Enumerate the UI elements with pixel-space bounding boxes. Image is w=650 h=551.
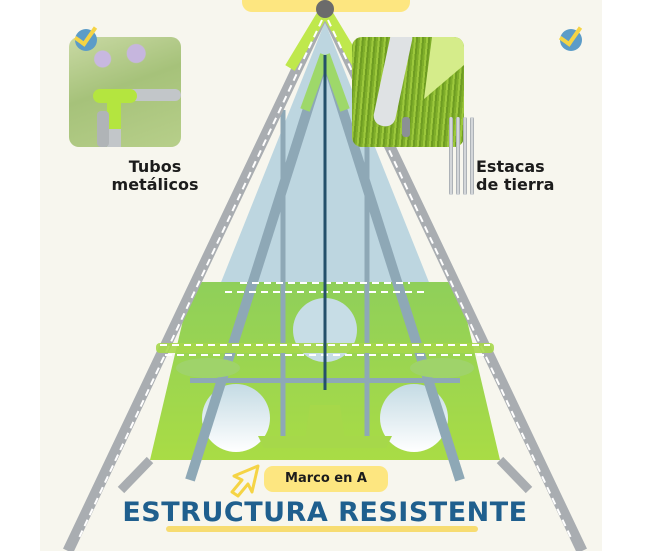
title-underline — [166, 526, 478, 532]
feature-image-ground-stakes — [352, 37, 464, 147]
check-badge-icon — [75, 29, 97, 51]
ground-stake-graphic — [373, 37, 464, 137]
feature-label-metal-tubes: Tubos metálicos — [111, 157, 199, 194]
frame-type-label: Marco en A — [264, 466, 388, 492]
feature-image-metal-tubes — [69, 37, 181, 147]
ground-stakes-icon — [449, 117, 474, 195]
check-badge-icon — [560, 29, 582, 51]
page-title: ESTRUCTURA RESISTENTE — [122, 497, 528, 528]
metal-tube-joint-graphic — [93, 89, 181, 147]
feature-label-ground-stakes: Estacas de tierra — [476, 157, 555, 194]
cursor-arrow-icon — [230, 464, 260, 498]
